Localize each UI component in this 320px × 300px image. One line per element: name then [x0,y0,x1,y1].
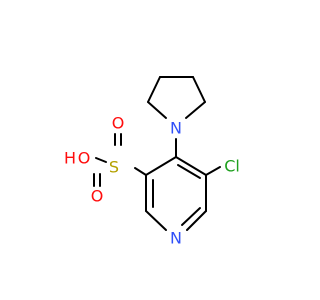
atom-pyridine-n: N [170,229,182,248]
bond-c5-cl [205,166,221,176]
atom-sulfur: S [109,158,119,177]
bond-c2-n [145,210,167,231]
bond-c3-s [134,167,147,176]
bond-pyr-n-c1 [147,101,167,119]
atom-pyrrolidine-n: N [170,119,182,138]
bond-pyr-c3-c4 [192,76,206,103]
bond-pyr-c4-n [185,101,206,119]
bond-c4-c5 [175,156,207,176]
bond-pyr-c1-c2 [147,76,161,103]
atom-chlorine: Cl [224,157,240,176]
bond-s-oh [95,157,107,163]
bond-c6-n-double [181,207,201,226]
molecule-structure: H O O S O N Cl N [64,76,240,248]
pyrrolidine-ring [147,76,206,119]
atom-hydroxyl-h: H [64,149,76,168]
bond-c6-n [186,210,207,231]
atom-oxygen-bottom: O [91,187,104,206]
bond-c4-c5-double [177,164,201,179]
bond-c4-c3 [145,156,177,176]
atom-oxygen-top: O [112,114,125,133]
atom-hydroxyl-o: O [78,149,91,168]
sulfonic-acid-group [93,133,147,187]
pyridine-ring [145,156,207,231]
